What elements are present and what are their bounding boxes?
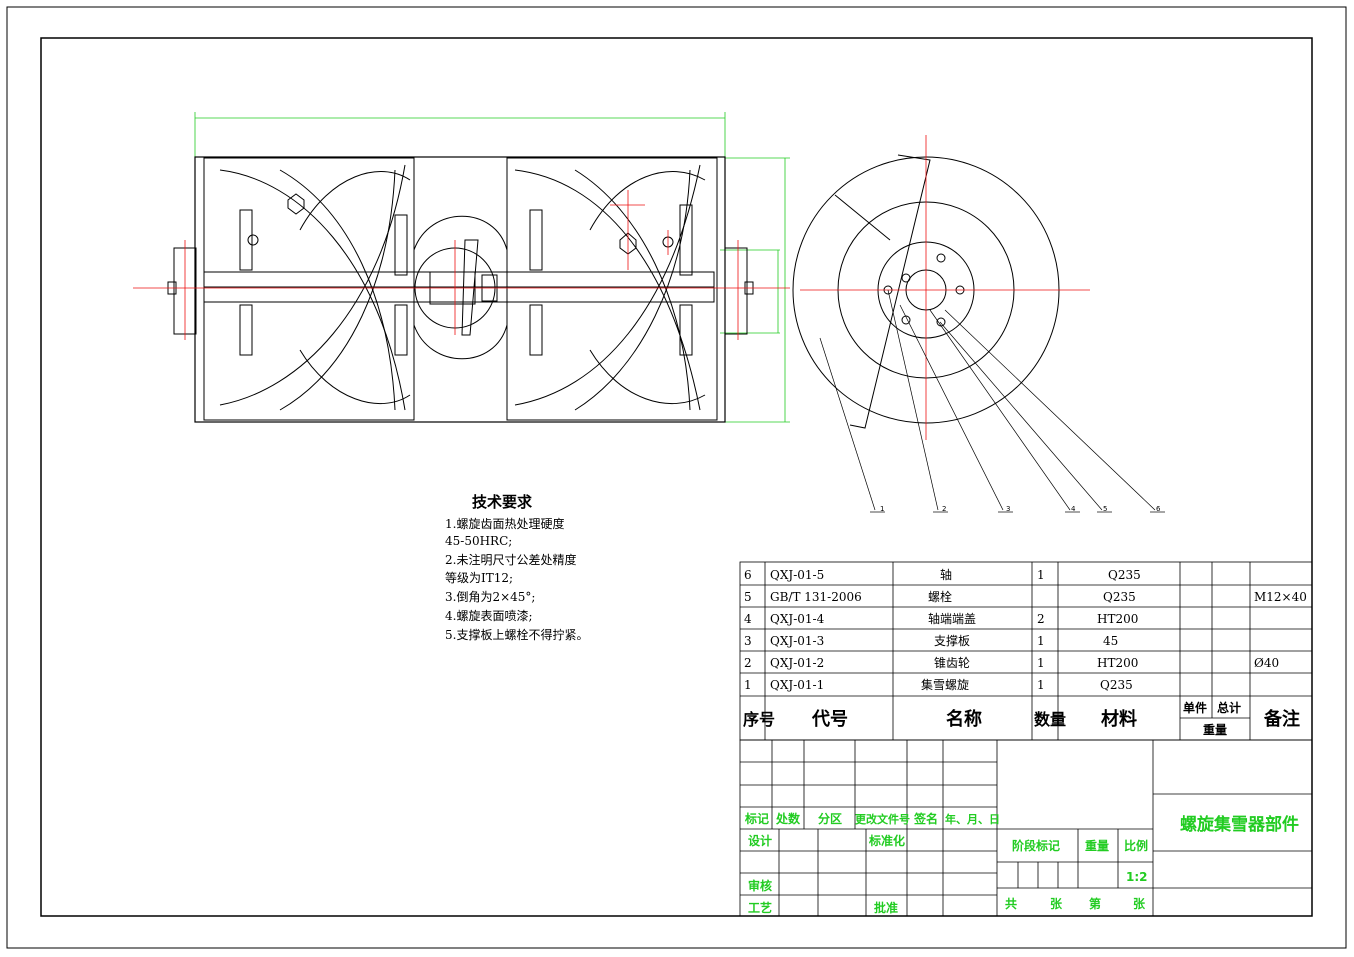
bom-row-no: 3 [744,634,752,648]
bom-row-code: QXJ-01-4 [770,612,825,626]
bom-row-qty: 1 [1037,678,1045,692]
balloon-5: 5 [1103,505,1107,513]
tech-line-7: 5.支撑板上螺栓不得拧紧。 [445,627,588,642]
bom-row-material: 45 [1103,634,1118,648]
auger-front-view [167,112,790,423]
bom-row-name: 轴端端盖 [928,611,976,626]
bom-row-qty: 1 [1037,656,1045,670]
tb-process: 工艺 [748,900,772,915]
tb-review: 审核 [748,878,772,893]
bom-header-code: 代号 [811,709,848,730]
tb-approve: 批准 [874,900,898,915]
bom-row-note: Ø40 [1254,656,1279,670]
tb-stage: 阶段标记 [1012,838,1060,853]
tb-date: 年、月、日 [945,812,1000,826]
tb-standardize: 标准化 [868,833,905,848]
bom-row-no: 1 [744,678,752,692]
bom-row-material: Q235 [1100,678,1133,692]
tb-docno: 更改文件号 [855,812,910,826]
bom-row-material: HT200 [1097,612,1138,626]
balloon-3: 3 [1006,505,1010,513]
bom-header-weight: 重量 [1203,722,1227,737]
bom-row-material: HT200 [1097,656,1138,670]
centerline-side [800,135,1090,440]
tech-line-2: 45-50HRC; [445,534,512,548]
bom-rows: 6 QXJ-01-5 轴 1 Q235 5 GB/T 131-2006 螺栓 Q… [744,567,1307,692]
bom-row-no: 5 [744,590,752,604]
bom-table [739,561,1313,741]
bom-header-qty: 数量 [1034,710,1066,729]
tb-sign: 签名 [913,811,938,826]
bom-row-code: QXJ-01-5 [770,568,824,582]
bom-header-total: 总计 [1217,700,1241,715]
title-block [739,739,1313,917]
bom-row-no: 4 [744,612,752,626]
bom-row-material: Q235 [1108,568,1141,582]
tech-line-6: 4.螺旋表面喷漆; [445,609,533,623]
tech-line-5: 3.倒角为2×45°; [445,590,535,604]
tb-design: 设计 [748,833,772,848]
bom-header-material: 材料 [1101,708,1137,730]
tb-mark: 标记 [744,811,769,826]
tb-scale-label: 比例 [1124,838,1148,853]
balloon-1: 1 [880,505,884,513]
bom-row-name: 支撑板 [934,633,970,648]
tech-requirements: 技术要求 1.螺旋齿面热处理硬度 45-50HRC; 2.未注明尺寸公差处精度 … [445,493,588,642]
bom-row-code: QXJ-01-3 [770,634,824,648]
balloon-6: 6 [1156,505,1161,513]
balloon-4: 4 [1071,505,1076,513]
tb-count: 处数 [775,811,801,826]
bom-header-unit: 单件 [1183,700,1207,715]
bom-header: 序号 代号 名称 数量 材料 单件 总计 重量 备注 [743,700,1300,737]
tb-total-sheets: 共 [1005,896,1017,911]
inner-border [40,37,1313,917]
tech-title: 技术要求 [472,493,533,511]
bom-header-note: 备注 [1263,708,1300,730]
bom-row-no: 2 [744,656,752,670]
tb-sheet-no: 第 [1089,896,1101,911]
drawing-title: 螺旋集雪器部件 [1180,814,1299,835]
title-block-labels: 标记 处数 分区 更改文件号 签名 年、月、日 设计 标准化 审核 工艺 批准 … [744,811,1299,915]
bom-row-qty: 1 [1037,568,1045,582]
bom-row-name: 锥齿轮 [934,656,970,670]
bom-row-name: 轴 [940,567,952,582]
balloon-2: 2 [942,505,946,513]
outer-border [6,6,1347,949]
bom-row-code: QXJ-01-2 [770,656,824,670]
bom-header-name: 名称 [946,708,982,730]
tech-line-1: 1.螺旋齿面热处理硬度 [445,516,564,531]
leader-lines [819,289,1165,513]
tech-line-4: 等级为IT12; [445,571,513,585]
bom-row-material: Q235 [1103,590,1136,604]
bom-row-code: QXJ-01-1 [770,678,824,692]
tb-sheets: 张 [1050,896,1063,911]
tb-sheet: 张 [1133,896,1146,911]
tb-scale: 1:2 [1126,870,1148,884]
bom-row-name: 螺栓 [928,589,952,604]
bom-row-no: 6 [744,568,752,582]
bom-row-qty: 1 [1037,634,1045,648]
bom-header-no: 序号 [743,710,775,729]
balloon-labels: 1 2 3 4 5 6 [880,505,1161,513]
tb-zone: 分区 [818,811,842,826]
tech-line-3: 2.未注明尺寸公差处精度 [445,552,576,567]
bom-row-name: 集雪螺旋 [921,677,969,692]
bom-row-qty: 2 [1037,612,1045,626]
bom-row-code: GB/T 131-2006 [770,590,862,604]
centerline-front [133,190,790,340]
tb-weight: 重量 [1085,838,1109,853]
bom-row-note: M12×40 [1254,590,1307,604]
